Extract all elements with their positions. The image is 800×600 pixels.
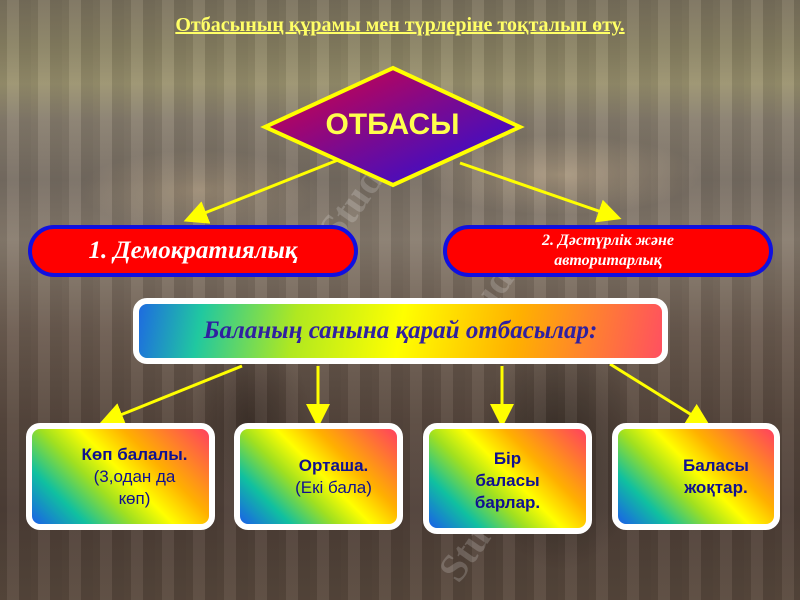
category-label: Орташа. xyxy=(298,455,369,475)
center-label: ОТБАСЫ xyxy=(325,108,460,141)
type-label: 1. Демократиялық xyxy=(88,237,298,264)
arrow xyxy=(459,161,622,223)
type-democratic: 1. Демократиялық xyxy=(28,225,358,277)
type-label: 2. Дәстүрлік және xyxy=(541,232,675,249)
category-label: көп) xyxy=(118,488,151,508)
category-label: жоқтар. xyxy=(684,477,748,497)
slide-title: Отбасының құрамы мен түрлеріне тоқталып … xyxy=(175,14,625,36)
category-label: (3,одан да xyxy=(93,466,176,486)
subheader-box: Баланың санына қарай отбасылар: xyxy=(133,298,668,364)
type-label: авторитарлық xyxy=(554,252,662,269)
arrow xyxy=(609,362,711,427)
family-diamond xyxy=(260,65,525,188)
subheader-label: Баланың санына қарай отбасылар: xyxy=(203,317,598,344)
category-label: баласы xyxy=(475,470,540,490)
category-label: барлар. xyxy=(474,492,541,512)
category-many-children: Көп балалы. (3,одан да көп) xyxy=(26,423,215,530)
category-label: Көп балалы. xyxy=(81,444,188,464)
type-traditional: 2. Дәстүрлік және авторитарлық xyxy=(443,225,773,277)
category-one-child: Бір баласы барлар. xyxy=(423,423,592,534)
category-average: Орташа. (Екі бала) xyxy=(234,423,403,530)
arrow xyxy=(99,364,243,426)
category-label: Бір xyxy=(493,448,522,468)
category-label: (Екі бала) xyxy=(295,477,372,497)
category-label: Баласы xyxy=(683,455,749,475)
arrow xyxy=(183,158,339,224)
category-no-children: Баласы жоқтар. xyxy=(612,423,780,530)
